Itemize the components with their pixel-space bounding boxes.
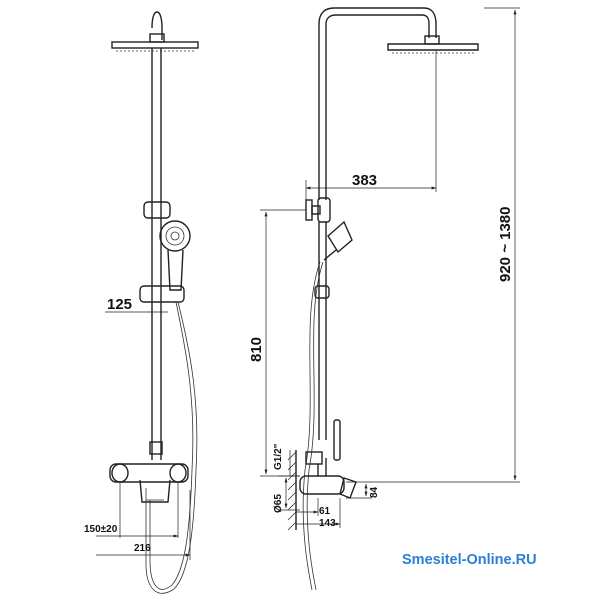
dim-d65: Ø65 [273,494,284,513]
front-hand-shower [159,220,191,291]
front-hose [149,301,194,590]
watermark-text: Smesitel-Online.RU [402,552,537,568]
dim-216: 216 [134,543,151,554]
dim-143: 143 [319,518,336,529]
side-shower-head [387,35,479,54]
dim-61: 61 [319,506,331,517]
dim-84: 84 [369,486,380,498]
dim-810: 810 [248,337,265,362]
dim-920-1380: 920 ~ 1380 [497,207,514,283]
dim-383: 383 [352,172,377,189]
front-shower-head [111,33,199,52]
front-mixer [109,463,189,503]
dim-125: 125 [107,296,132,313]
front-slider-holder [139,285,185,303]
side-wall-bracket [305,197,331,223]
dim-g12: G1/2" [273,443,284,470]
dim-150: 150±20 [84,524,118,535]
side-view [260,7,520,591]
front-diverter [149,441,163,455]
front-upper-clamp [143,201,171,219]
side-hose [302,261,321,591]
front-top-neck [151,11,163,40]
side-arm [318,7,437,200]
side-hand-shower [323,220,353,261]
front-view [96,11,199,594]
wall-hatch [287,450,297,531]
